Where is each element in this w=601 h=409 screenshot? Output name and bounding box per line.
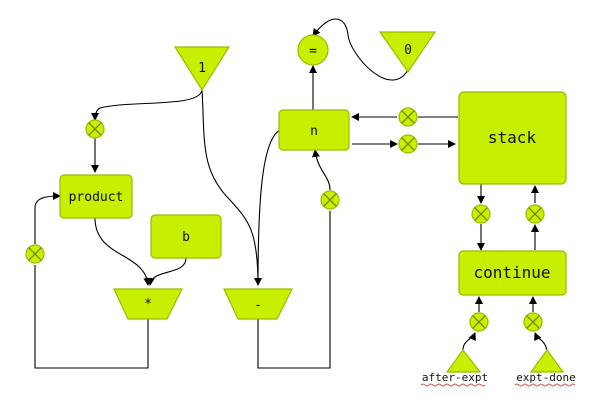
constant-zero-label: 0 xyxy=(404,43,412,58)
spellcheck-underline xyxy=(514,383,576,387)
constant-one-label: 1 xyxy=(198,61,206,76)
valve-icon xyxy=(320,190,340,210)
valve-icon xyxy=(471,204,491,224)
valve-icon xyxy=(469,312,489,332)
register-continue-label: continue xyxy=(473,263,550,282)
valve-icon xyxy=(398,107,418,127)
test-equals-label: = xyxy=(309,44,317,59)
label-after-expt-triangle xyxy=(445,348,482,373)
constant-one: 1 xyxy=(173,46,231,92)
label-expt-done-triangle xyxy=(529,348,565,373)
register-n-label: n xyxy=(310,124,318,139)
register-b: b xyxy=(150,214,222,259)
label-expt-done: expt-done xyxy=(516,371,576,384)
label-after-expt: after-expt xyxy=(422,371,488,384)
test-equals: = xyxy=(297,34,329,66)
register-product: product xyxy=(59,174,133,219)
spellcheck-underline xyxy=(420,383,486,387)
wires xyxy=(34,18,548,369)
operation-multiply: * xyxy=(113,288,183,320)
valve-icon xyxy=(25,244,45,264)
register-b-label: b xyxy=(182,230,190,245)
register-stack: stack xyxy=(458,91,567,185)
register-n: n xyxy=(278,109,350,151)
valve-icon xyxy=(398,134,418,154)
constant-zero: 0 xyxy=(378,31,437,74)
valve-icon xyxy=(523,312,543,332)
valve-icon xyxy=(525,204,545,224)
register-product-label: product xyxy=(69,190,124,205)
valve-icon xyxy=(85,119,105,139)
operation-subtract-label: - xyxy=(254,298,262,313)
operation-multiply-label: * xyxy=(144,297,152,312)
register-stack-label: stack xyxy=(488,128,537,147)
register-continue: continue xyxy=(458,250,567,296)
operation-subtract: - xyxy=(223,288,293,320)
